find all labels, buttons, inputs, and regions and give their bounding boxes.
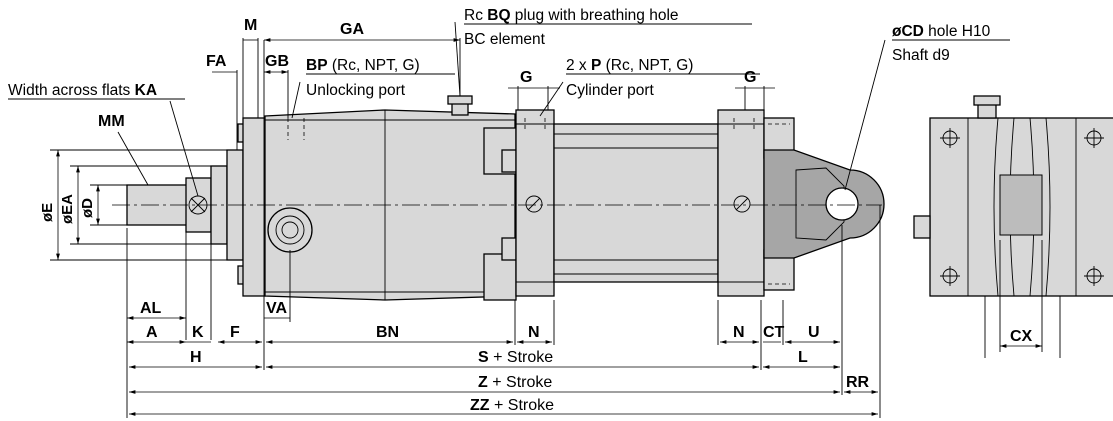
label-n-right: N [733, 324, 745, 341]
label-diameter-d: øD [79, 198, 96, 218]
label-l: L [798, 349, 808, 366]
label-ga: GA [340, 21, 364, 38]
label-k: K [192, 324, 204, 341]
side-view [112, 95, 885, 301]
label-s-stroke: S + Stroke [478, 349, 553, 366]
cylinder-tube [553, 123, 719, 283]
clevis-pin-hole [825, 187, 859, 221]
callout-notes: Rc BQ plug with breathing hole BC elemen… [8, 7, 1010, 100]
label-va: VA [266, 300, 287, 317]
head-side-cover [717, 109, 765, 297]
label-f: F [230, 324, 240, 341]
label-h: H [190, 349, 202, 366]
note-cylinder-port: Cylinder port [566, 82, 655, 99]
note-bq-plug: Rc BQ plug with breathing hole [464, 7, 679, 24]
note-width-across-flats: Width across flats KA [8, 82, 157, 99]
unlock-dial [267, 207, 313, 253]
label-ct: CT [763, 324, 785, 341]
label-n-left: N [528, 324, 540, 341]
note-unlocking-port: Unlocking port [306, 82, 406, 99]
label-rr: RR [846, 374, 870, 391]
note-bc-element: BC element [464, 31, 546, 48]
label-al: AL [140, 300, 162, 317]
note-p-port: 2 x P (Rc, NPT, G) [566, 57, 693, 74]
end-view [913, 95, 1113, 358]
clevis-bracket [763, 149, 885, 259]
label-fa: FA [206, 53, 227, 70]
label-z-stroke: Z + Stroke [478, 374, 552, 391]
label-a: A [146, 324, 158, 341]
label-cx: CX [1010, 328, 1033, 345]
label-mm: MM [98, 113, 125, 130]
label-u: U [808, 324, 820, 341]
note-shaft: Shaft d9 [892, 47, 950, 64]
breathing-plug [451, 102, 469, 116]
label-bn: BN [376, 324, 399, 341]
label-diameter-ea: øEA [59, 194, 76, 224]
dimension-labels: M GA FA GB MM G G øE øEA øD AL A K F VA … [39, 17, 1033, 414]
note-bp-port: BP (Rc, NPT, G) [306, 57, 420, 74]
label-g-left: G [520, 69, 532, 86]
head-cover [242, 117, 266, 297]
label-zz-stroke: ZZ + Stroke [470, 397, 554, 414]
label-g-right: G [744, 69, 756, 86]
label-gb: GB [265, 53, 289, 70]
dimension-lines [50, 21, 886, 418]
label-m: M [244, 17, 257, 34]
note-cd-hole: øCD hole H10 [892, 23, 991, 40]
label-diameter-e: øE [39, 203, 56, 222]
